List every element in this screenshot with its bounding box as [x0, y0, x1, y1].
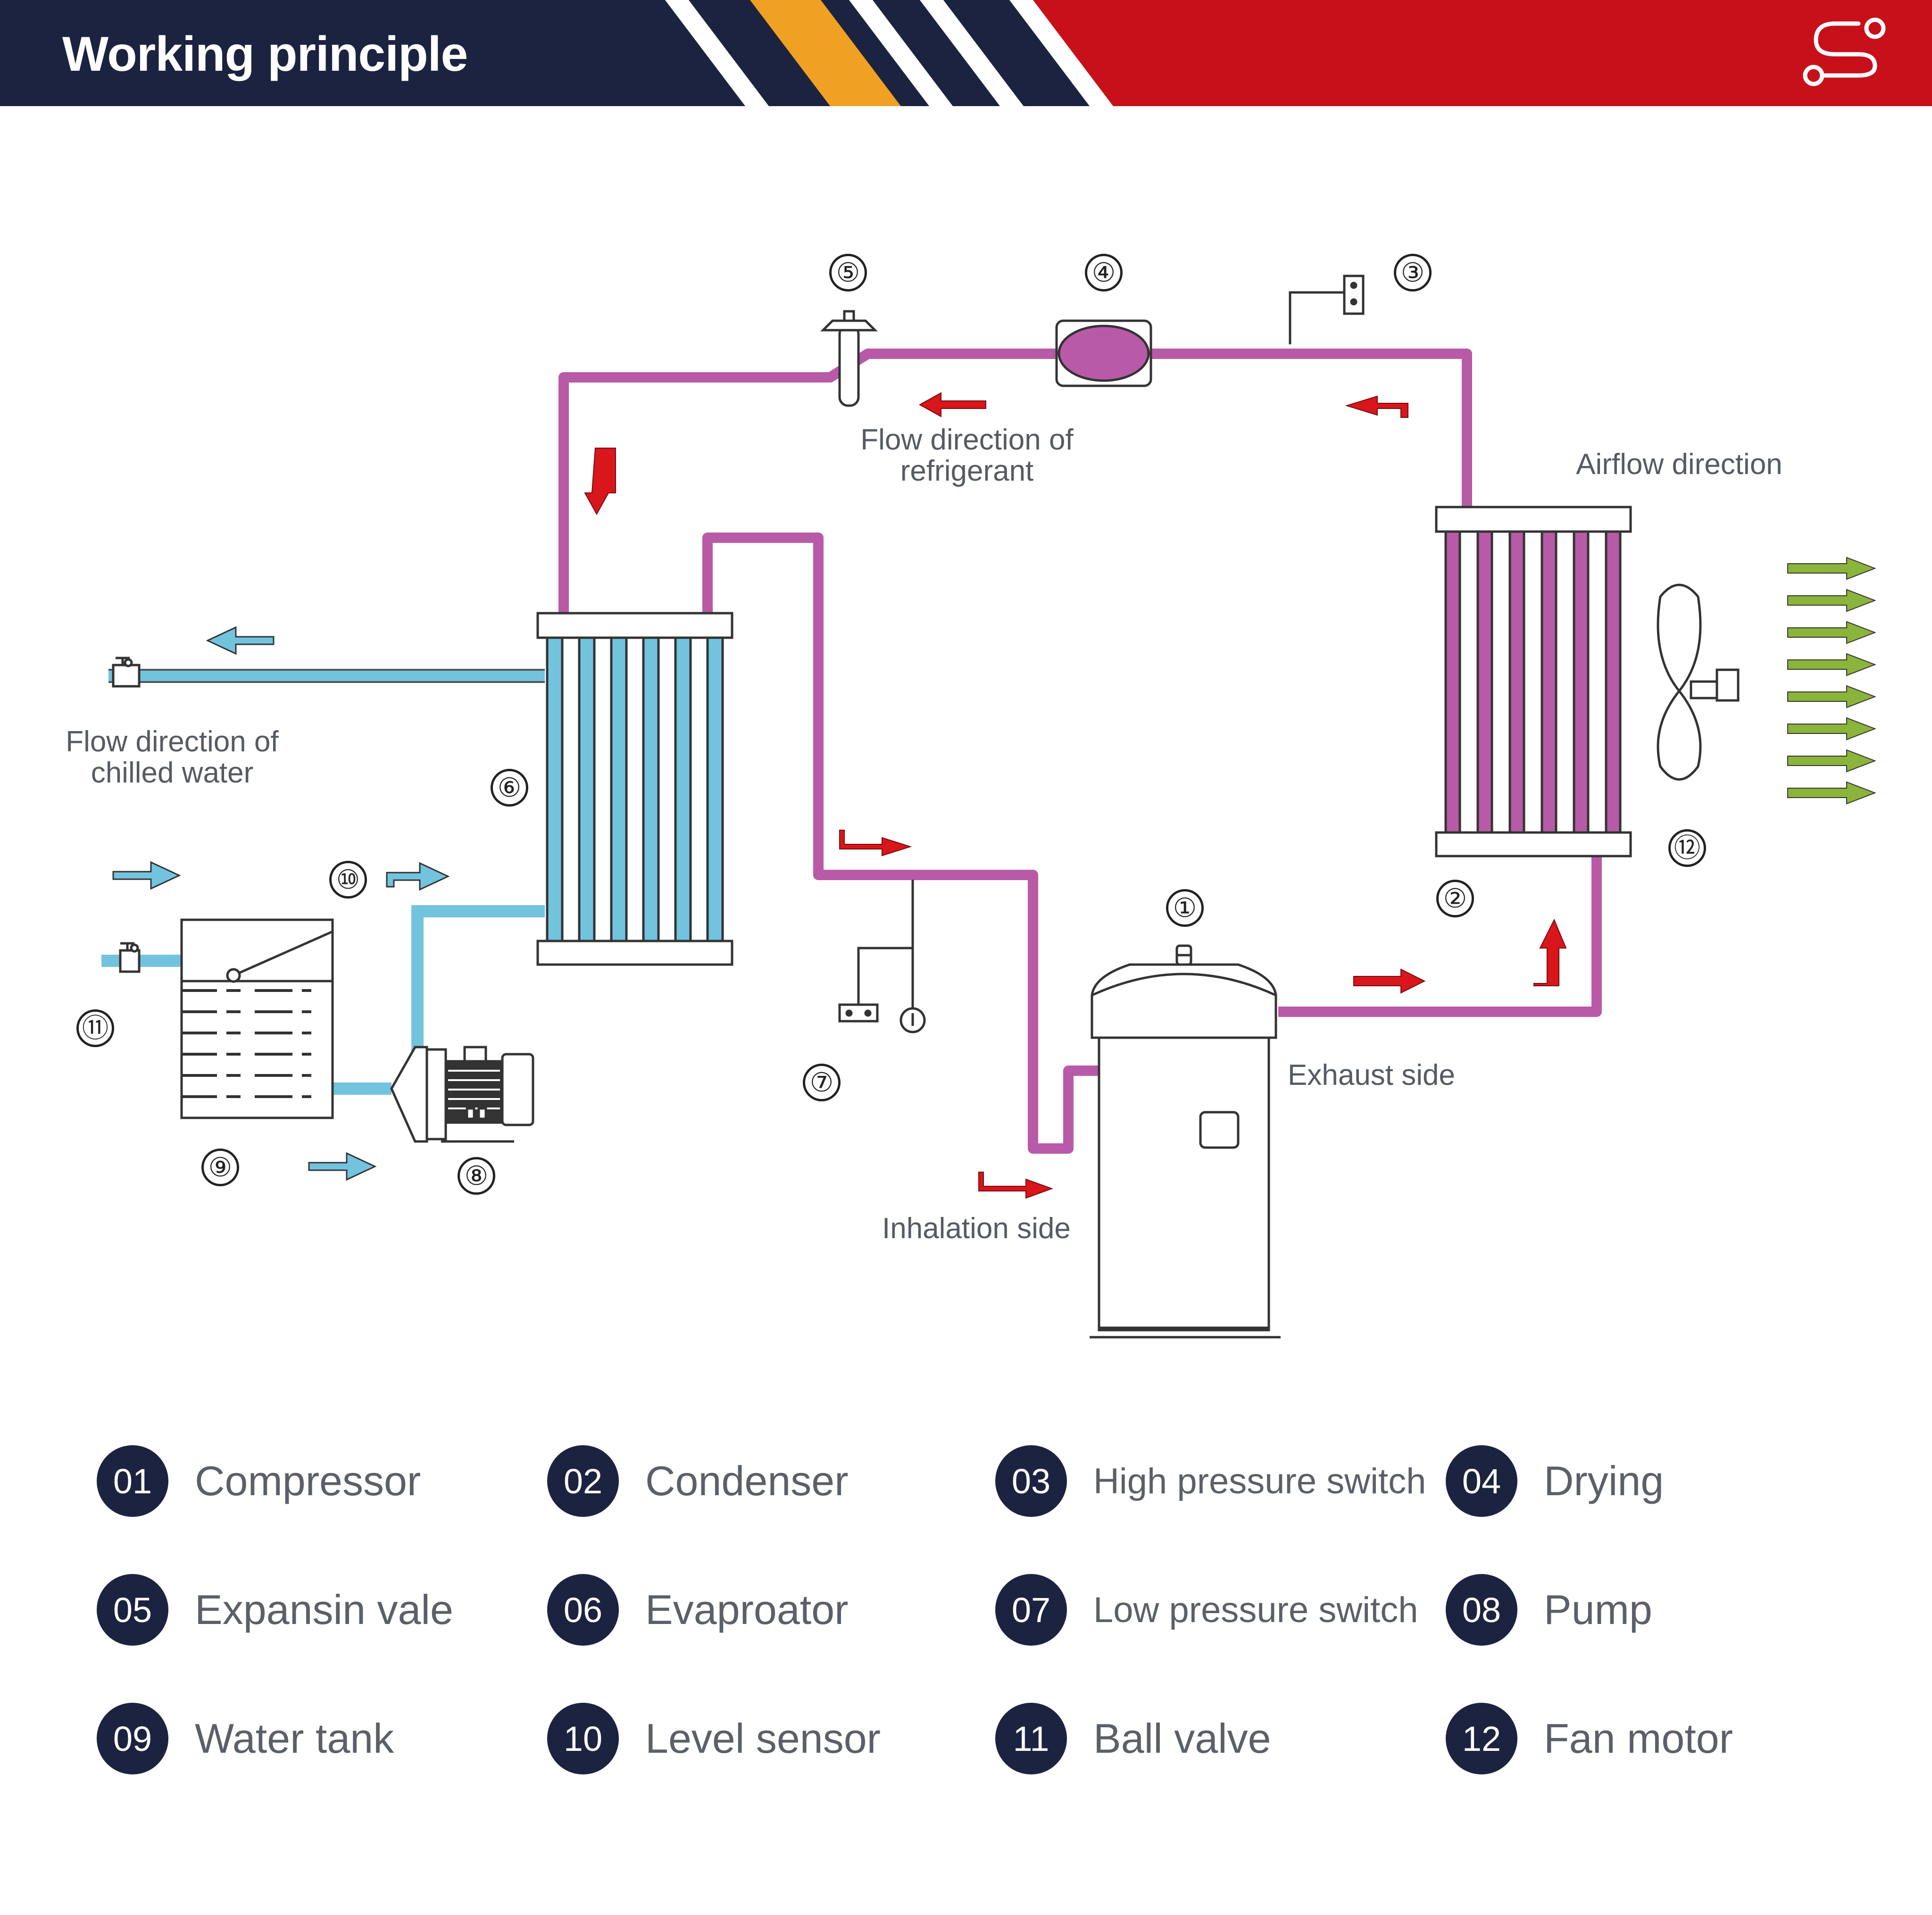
legend-item-drying: 04 Drying	[1446, 1443, 1664, 1519]
callout-11: ⑪	[76, 1009, 114, 1047]
legend-label: Ball valve	[1093, 1715, 1271, 1762]
chilled-water-flow-label: Flow direction of chilled water	[66, 725, 279, 789]
expansion-valve	[820, 310, 878, 407]
ball-valve-top	[112, 657, 141, 688]
legend-number: 07	[995, 1574, 1067, 1646]
callout-3: ③	[1394, 254, 1432, 291]
legend-item-pump: 08 Pump	[1446, 1572, 1652, 1648]
callout-4: ④	[1085, 254, 1123, 291]
low-pressure-switch	[838, 880, 926, 1033]
legend-label: Condenser	[645, 1457, 849, 1504]
legend-label: Pump	[1544, 1586, 1652, 1633]
water-pipes	[101, 670, 545, 1095]
legend-label: Low pressure switch	[1093, 1590, 1418, 1630]
callout-8: ⑧	[458, 1157, 495, 1195]
legend-label: High pressure switch	[1093, 1461, 1426, 1501]
legend-item-water-tank: 09 Water tank	[97, 1701, 394, 1776]
callout-7: ⑦	[803, 1064, 841, 1101]
condenser	[1435, 506, 1632, 858]
ball-valve-tank	[119, 942, 141, 973]
legend-item-condenser: 02 Condenser	[547, 1443, 849, 1519]
component-legend: 01 Compressor 02 Condenser 03 High press…	[0, 1443, 1932, 1844]
header-banner: Working principle	[0, 0, 1932, 106]
refrigerant-flow-label: Flow direction of refrigerant	[860, 424, 1074, 487]
evaporator	[536, 612, 733, 966]
legend-number: 02	[547, 1445, 619, 1517]
legend-label: Expansin vale	[195, 1586, 453, 1633]
legend-number: 03	[995, 1445, 1067, 1517]
legend-item-high-pressure-switch: 03 High pressure switch	[995, 1443, 1426, 1519]
callout-5: ⑤	[829, 254, 867, 291]
legend-item-low-pressure-switch: 07 Low pressure switch	[995, 1572, 1418, 1648]
legend-number: 01	[97, 1445, 168, 1517]
callout-1: ①	[1166, 889, 1204, 927]
route-path-icon	[1803, 17, 1886, 86]
legend-label: Drying	[1544, 1457, 1664, 1504]
callout-12: ⑫	[1668, 829, 1706, 867]
legend-label: Compressor	[195, 1457, 421, 1504]
legend-label: Level sensor	[645, 1715, 881, 1762]
legend-number: 11	[995, 1703, 1067, 1774]
water-tank	[180, 918, 334, 1119]
header-stripes	[0, 0, 1932, 106]
legend-number: 12	[1446, 1703, 1517, 1774]
legend-number: 08	[1446, 1574, 1517, 1646]
legend-item-level-sensor: 10 Level sensor	[547, 1701, 881, 1776]
legend-number: 04	[1446, 1445, 1517, 1517]
legend-number: 10	[547, 1703, 619, 1774]
callout-10: ⑩	[329, 861, 367, 899]
legend-item-fan-motor: 12 Fan motor	[1446, 1701, 1733, 1776]
pump	[390, 1046, 534, 1143]
callout-2: ②	[1436, 880, 1474, 917]
compressor	[1090, 944, 1281, 1339]
legend-number: 06	[547, 1574, 619, 1646]
working-principle-diagram: Flow direction of refrigerant Flow direc…	[0, 106, 1932, 1403]
legend-number: 09	[97, 1703, 168, 1774]
legend-label: Fan motor	[1544, 1715, 1733, 1762]
airflow-arrows	[1787, 557, 1876, 805]
diagram-drawing	[101, 275, 1876, 1339]
water-flow-arrows	[112, 626, 450, 1181]
legend-item-ball-valve: 11 Ball valve	[995, 1701, 1271, 1776]
exhaust-side-label: Exhaust side	[1288, 1059, 1455, 1091]
legend-item-evaporator: 06 Evaproator	[547, 1572, 848, 1648]
high-pressure-switch	[1289, 275, 1365, 344]
callout-9: ⑨	[201, 1149, 239, 1186]
legend-label: Evaproator	[645, 1586, 849, 1633]
page-title: Working principle	[62, 27, 468, 82]
legend-label: Water tank	[195, 1715, 394, 1762]
inhalation-side-label: Inhalation side	[882, 1212, 1071, 1245]
drier-filter	[1055, 319, 1152, 387]
airflow-label: Airflow direction	[1576, 448, 1782, 481]
fan-motor	[1657, 583, 1740, 781]
callout-6: ⑥	[491, 769, 528, 807]
legend-item-expansion-valve: 05 Expansin vale	[97, 1572, 453, 1648]
legend-number: 05	[97, 1574, 168, 1646]
refrigerant-flow-arrows	[584, 392, 1567, 1199]
legend-item-compressor: 01 Compressor	[97, 1443, 421, 1519]
